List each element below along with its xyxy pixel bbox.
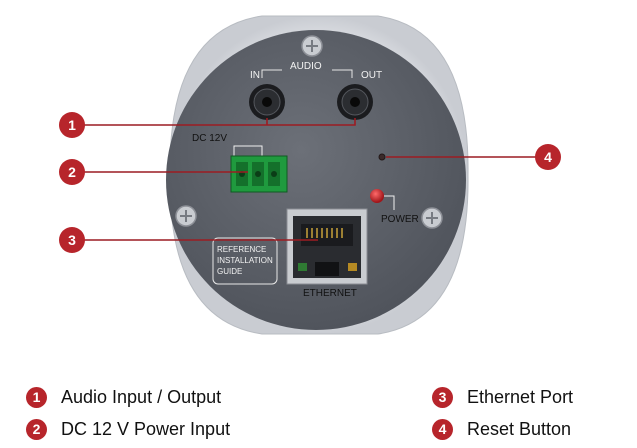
- callout-badge-1: 1: [59, 112, 85, 138]
- callout-badge-3-number: 3: [68, 232, 76, 248]
- callout-badge-3: 3: [59, 227, 85, 253]
- camera-rear-panel-diagram: AUDIO IN OUT DC 12V POWER REFERENCE INST…: [59, 15, 561, 335]
- power-label: POWER: [381, 214, 419, 225]
- audio-in-label: IN: [250, 70, 260, 81]
- callout-badge-4-number: 4: [544, 149, 552, 165]
- guide-line-2: INSTALLATION: [217, 256, 273, 265]
- guide-line-3: GUIDE: [217, 267, 242, 276]
- legend-right-column: 3 Ethernet Port 4 Reset Button: [432, 386, 573, 440]
- legend-item-4: 4 Reset Button: [432, 418, 573, 440]
- power-led-icon: [370, 189, 384, 203]
- legend-badge-1: 1: [26, 386, 47, 408]
- audio-in-jack-icon: [249, 84, 285, 120]
- legend-badge-3: 3: [432, 386, 453, 408]
- audio-out-label: OUT: [361, 70, 382, 81]
- legend-label-3: Ethernet Port: [467, 386, 574, 407]
- callout-leader-lines: [82, 118, 548, 241]
- legend-item-1: 1 Audio Input / Output: [26, 386, 230, 408]
- reset-button-hole: [378, 153, 386, 161]
- legend-badge-2: 2: [26, 418, 47, 440]
- legend-left-column: 1 Audio Input / Output 2 DC 12 V Power I…: [26, 386, 230, 440]
- terminal-block: [230, 155, 288, 193]
- callout-badge-2-number: 2: [68, 164, 76, 180]
- guide-line-1: REFERENCE: [217, 245, 266, 254]
- top-screw-icon: [301, 35, 323, 57]
- ethernet-label: ETHERNET: [303, 288, 357, 299]
- legend-label-2: DC 12 V Power Input: [61, 418, 231, 439]
- camera-body: [166, 30, 466, 330]
- legend-item-3: 3 Ethernet Port: [432, 386, 573, 408]
- callout-badge-2: 2: [59, 159, 85, 185]
- audio-label: AUDIO: [290, 61, 322, 72]
- legend-label-1: Audio Input / Output: [61, 386, 222, 407]
- dc-label: DC 12V: [192, 133, 227, 144]
- reference-guide-box: [212, 237, 278, 285]
- dc-bracket: [233, 145, 263, 158]
- power-bracket: [384, 195, 395, 210]
- callout-badge-4: 4: [535, 144, 561, 170]
- ethernet-port-icon: [286, 208, 368, 285]
- leader-line-1: [82, 118, 356, 126]
- audio-out-jack-icon: [337, 84, 373, 120]
- legend-badge-4: 4: [432, 418, 453, 440]
- callout-badge-1-number: 1: [68, 117, 76, 133]
- legend-label-4: Reset Button: [467, 418, 572, 439]
- left-screw-icon: [175, 205, 197, 227]
- right-screw-icon: [421, 207, 443, 229]
- legend-item-2: 2 DC 12 V Power Input: [26, 418, 230, 440]
- audio-bracket: [261, 69, 353, 78]
